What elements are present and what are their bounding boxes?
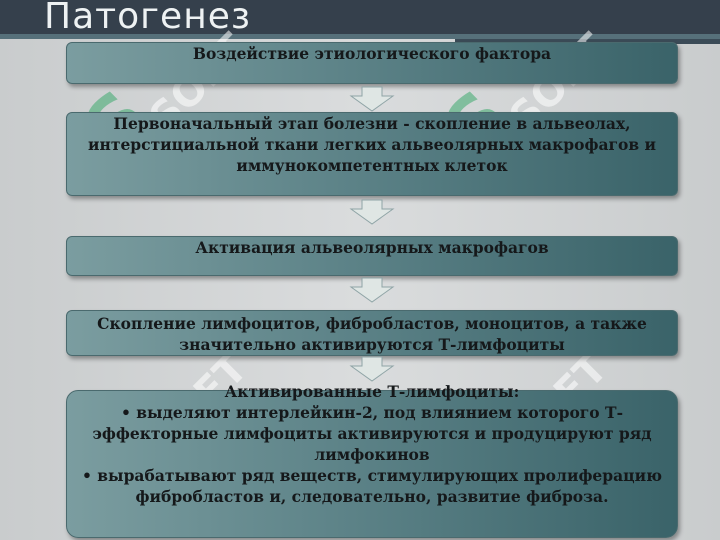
step-5-bullet: • выделяют интерлейкин-2, под влиянием к…	[92, 403, 652, 464]
step-5-bullet: • вырабатывают ряд веществ, стимулирующи…	[81, 466, 663, 506]
step-4-text: Скопление лимфоцитов, фибробластов, моно…	[97, 314, 647, 354]
step-2-text: Первоначальный этап болезни - скопление …	[88, 114, 656, 175]
step-box-1: Воздействие этиологического фактора	[66, 42, 678, 84]
slide-title: Патогенез	[44, 0, 252, 37]
step-box-3: Активация альвеолярных макрофагов	[66, 236, 678, 276]
down-arrow-icon	[349, 356, 395, 382]
header-accent-line	[455, 39, 720, 44]
down-arrow-icon	[349, 277, 395, 303]
step-box-2: Первоначальный этап болезни - скопление …	[66, 112, 678, 196]
header-divider	[0, 34, 720, 39]
step-box-4: Скопление лимфоцитов, фибробластов, моно…	[66, 310, 678, 356]
step-box-5: Активированные Т-лимфоциты: • выделяют и…	[66, 382, 678, 538]
down-arrow-icon	[349, 199, 395, 225]
step-3-text: Активация альвеолярных макрофагов	[195, 238, 549, 257]
header-bar	[0, 0, 720, 34]
step-1-text: Воздействие этиологического фактора	[192, 44, 552, 63]
down-arrow-icon	[349, 86, 395, 112]
step-5-heading: Активированные Т-лимфоциты:	[224, 382, 520, 401]
